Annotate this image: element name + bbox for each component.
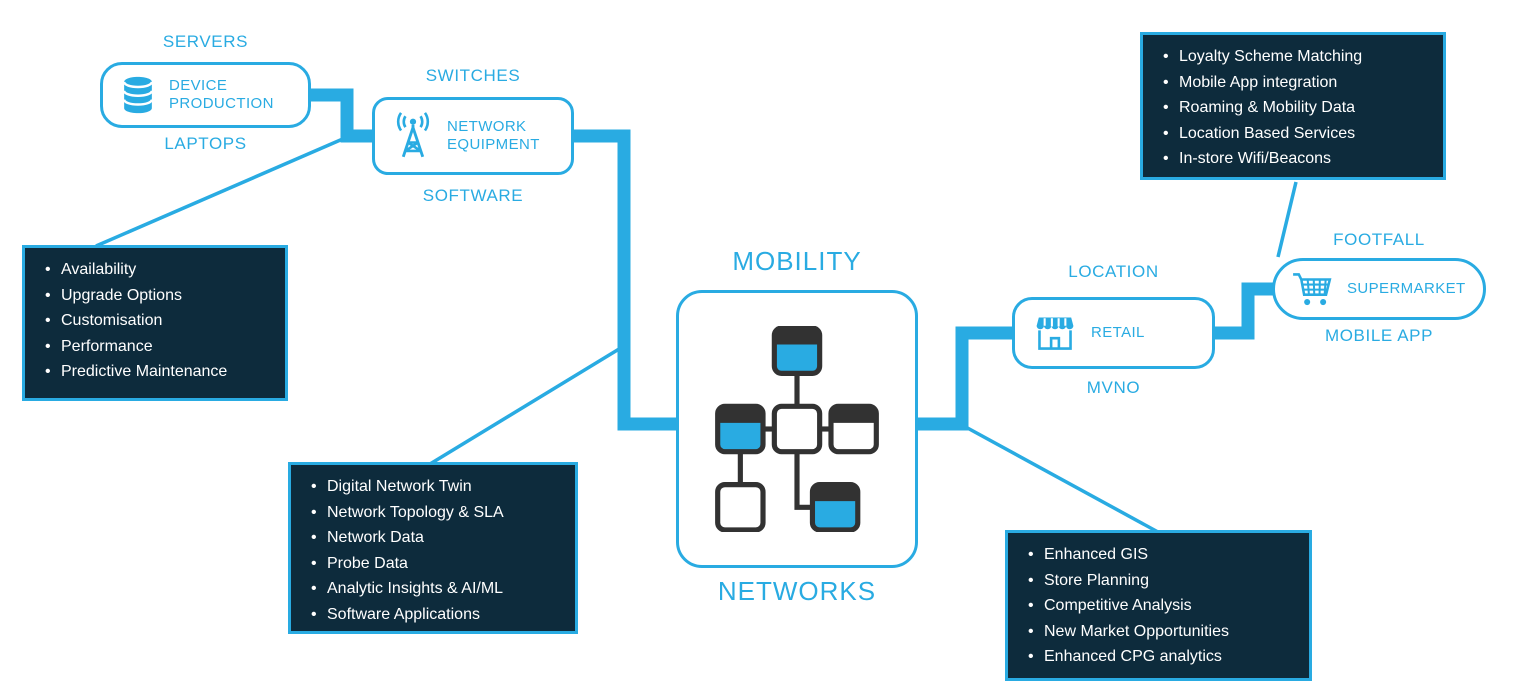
label-location: LOCATION xyxy=(1068,262,1159,281)
bullet-item: Probe Data xyxy=(305,551,561,577)
bullet-item: Software Applications xyxy=(305,602,561,628)
label-software: SOFTWARE xyxy=(422,186,524,205)
node-mobility-networks xyxy=(676,290,918,568)
label-mobile-app: MOBILE APP xyxy=(1324,326,1434,345)
antenna-icon xyxy=(389,110,437,162)
label-switches: SWITCHES xyxy=(425,66,521,85)
shopping-cart-icon xyxy=(1291,270,1337,308)
label-mobility: MOBILITY xyxy=(732,246,862,276)
callout-loyalty-features: Loyalty Scheme Matching Mobile App integ… xyxy=(1140,32,1446,180)
callout-device-features: Availability Upgrade Options Customisati… xyxy=(22,245,288,401)
bullet-item: Performance xyxy=(39,334,271,360)
bullet-item: Upgrade Options xyxy=(39,283,271,309)
bullet-item: Competitive Analysis xyxy=(1022,593,1295,619)
device-features-list: Availability Upgrade Options Customisati… xyxy=(39,257,271,385)
node-supermarket: SUPERMARKET xyxy=(1272,258,1486,320)
bullet-item: Roaming & Mobility Data xyxy=(1157,95,1429,121)
bullet-item: Customisation xyxy=(39,308,271,334)
database-icon xyxy=(119,75,157,115)
node-network-equipment: NETWORK EQUIPMENT xyxy=(372,97,574,175)
bullet-item: Analytic Insights & AI/ML xyxy=(305,576,561,602)
network-topology-icon xyxy=(709,326,885,532)
node-title-device-production: DEVICE PRODUCTION xyxy=(169,77,274,112)
loyalty-features-list: Loyalty Scheme Matching Mobile App integ… xyxy=(1157,44,1429,172)
edge-mobility-to-retail xyxy=(912,326,1018,431)
callout-network-features: Digital Network Twin Network Topology & … xyxy=(288,462,578,634)
bullet-item: In-store Wifi/Beacons xyxy=(1157,146,1429,172)
node-device-production: DEVICE PRODUCTION xyxy=(100,62,311,128)
edge-retail-to-supermarket xyxy=(1209,282,1278,340)
bullet-item: Enhanced GIS xyxy=(1022,542,1295,568)
edge-device-to-callout xyxy=(95,136,346,248)
bullet-item: Store Planning xyxy=(1022,568,1295,594)
bullet-item: Loyalty Scheme Matching xyxy=(1157,44,1429,70)
bullet-item: Network Topology & SLA xyxy=(305,500,561,526)
bullet-item: Digital Network Twin xyxy=(305,474,561,500)
bullet-item: Location Based Services xyxy=(1157,121,1429,147)
bullet-item: New Market Opportunities xyxy=(1022,619,1295,645)
edge-network-to-callout xyxy=(429,344,625,466)
label-mvno: MVNO xyxy=(1086,378,1141,397)
node-title-network-equipment: NETWORK EQUIPMENT xyxy=(447,118,540,153)
bullet-item: Availability xyxy=(39,257,271,283)
label-laptops: LAPTOPS xyxy=(164,134,247,153)
retail-features-list: Enhanced GIS Store Planning Competitive … xyxy=(1022,542,1295,670)
node-retail: RETAIL xyxy=(1012,297,1215,369)
edge-network-to-mobility xyxy=(568,129,682,431)
bullet-item: Mobile App integration xyxy=(1157,70,1429,96)
edge-device-to-network xyxy=(306,88,378,143)
node-title-retail: RETAIL xyxy=(1091,324,1145,341)
label-networks: NETWORKS xyxy=(717,576,877,606)
node-title-supermarket: SUPERMARKET xyxy=(1347,280,1466,297)
storefront-icon xyxy=(1033,313,1077,353)
label-footfall: FOOTFALL xyxy=(1333,230,1425,249)
bullet-item: Predictive Maintenance xyxy=(39,359,271,385)
network-features-list: Digital Network Twin Network Topology & … xyxy=(305,474,561,627)
edge-mobility-to-callout xyxy=(961,423,1159,534)
callout-retail-features: Enhanced GIS Store Planning Competitive … xyxy=(1005,530,1312,681)
edge-loyalty-to-supermarket xyxy=(1276,181,1298,258)
label-servers: SERVERS xyxy=(162,32,249,51)
bullet-item: Network Data xyxy=(305,525,561,551)
bullet-item: Enhanced CPG analytics xyxy=(1022,644,1295,670)
